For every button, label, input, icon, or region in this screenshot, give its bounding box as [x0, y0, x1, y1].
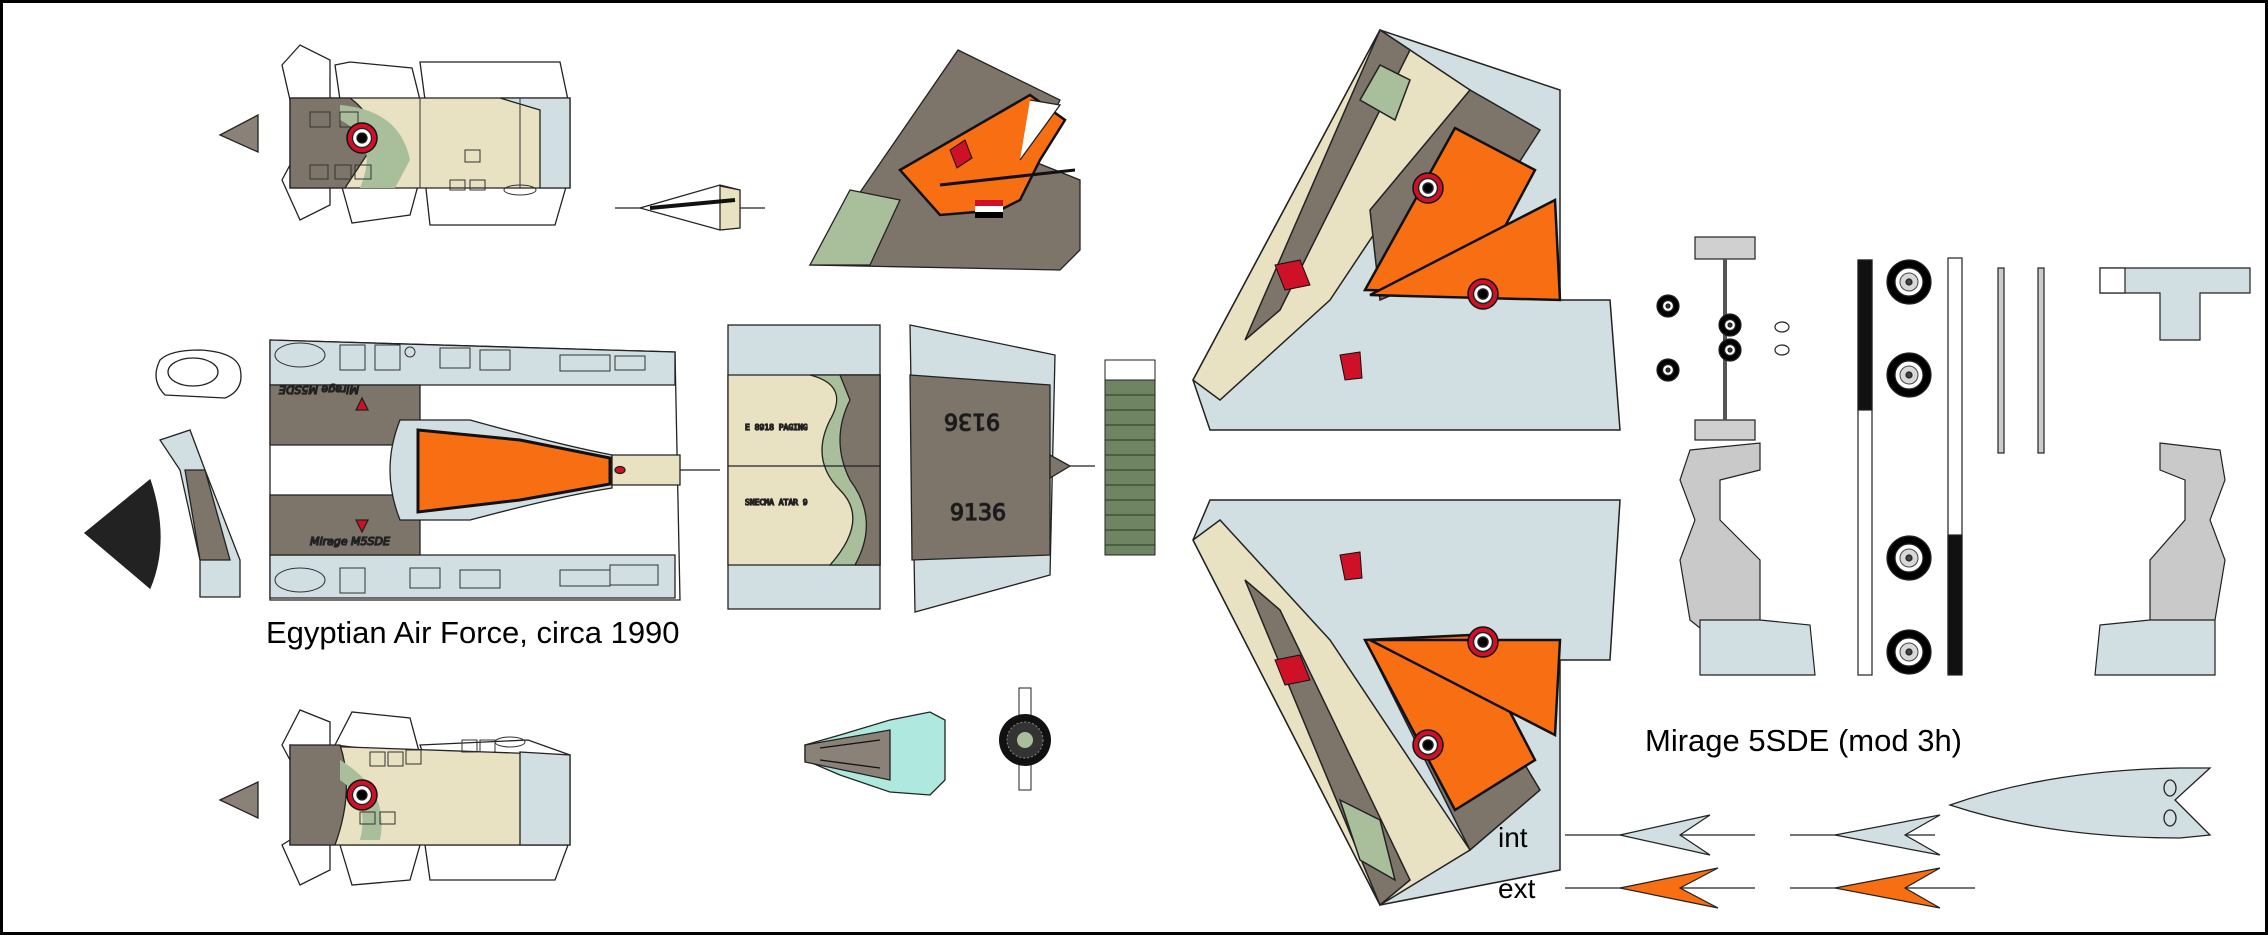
wing-center-panel: E 8918 PAGING SNECMA ATAR 9	[727, 324, 881, 610]
missiles-int	[1565, 814, 1941, 856]
gear-bars	[1857, 257, 2045, 676]
fin-rudder	[808, 49, 1081, 271]
roundel-icon	[1412, 729, 1444, 761]
stencil-b: SNECMA ATAR 9	[745, 498, 808, 507]
wheel-icon	[1886, 629, 1932, 675]
fuselage-side-top	[218, 44, 571, 226]
wing-lower-panel: 9136 9136	[909, 324, 1095, 613]
gear-doors	[1679, 267, 2251, 676]
model-caption: Mirage 5SDE (mod 3h)	[1645, 723, 1962, 758]
serial-upper: 9136	[944, 408, 1000, 433]
fuselage-script-bottom: Mirage M5SDE	[310, 535, 390, 548]
wheel-icon	[1886, 535, 1932, 581]
roundel-icon	[1467, 278, 1499, 310]
wheel-icon	[1718, 313, 1742, 337]
wheel-icon	[1886, 352, 1932, 398]
ext-label: ext	[1498, 873, 1536, 904]
wheel-icon	[1656, 358, 1680, 382]
wing-upper-half	[1192, 28, 1621, 431]
roundel-icon	[346, 122, 378, 154]
egypt-flag-icon	[975, 200, 1003, 218]
pitot-part	[615, 184, 765, 231]
engine-ribbed-part	[1104, 359, 1156, 556]
fuselage-side-bottom	[218, 709, 571, 886]
wheel-icon	[1718, 338, 1742, 362]
roundel-icon	[346, 779, 378, 811]
roundel-icon	[1467, 626, 1499, 658]
missiles-ext	[1565, 867, 1975, 909]
drop-tank	[1947, 767, 2212, 839]
fuselage-script-top: Mirage M5SDE	[279, 383, 359, 396]
air-force-caption: Egyptian Air Force, circa 1990	[266, 615, 680, 650]
int-label: int	[1498, 822, 1528, 853]
canopy-part	[804, 711, 946, 796]
wheel-icon	[1656, 294, 1680, 318]
exhaust-fan-icon	[999, 687, 1051, 791]
roundel-icon	[1412, 172, 1444, 204]
wing-lower-half	[1192, 499, 1621, 907]
serial-lower: 9136	[950, 501, 1006, 526]
stencil-a: E 8918 PAGING	[745, 423, 808, 432]
fuselage-plan: Mirage M5SDE Mirage M5SDE	[83, 339, 720, 601]
main-gear-leg	[1656, 236, 1790, 441]
wheel-icon	[1886, 259, 1932, 305]
